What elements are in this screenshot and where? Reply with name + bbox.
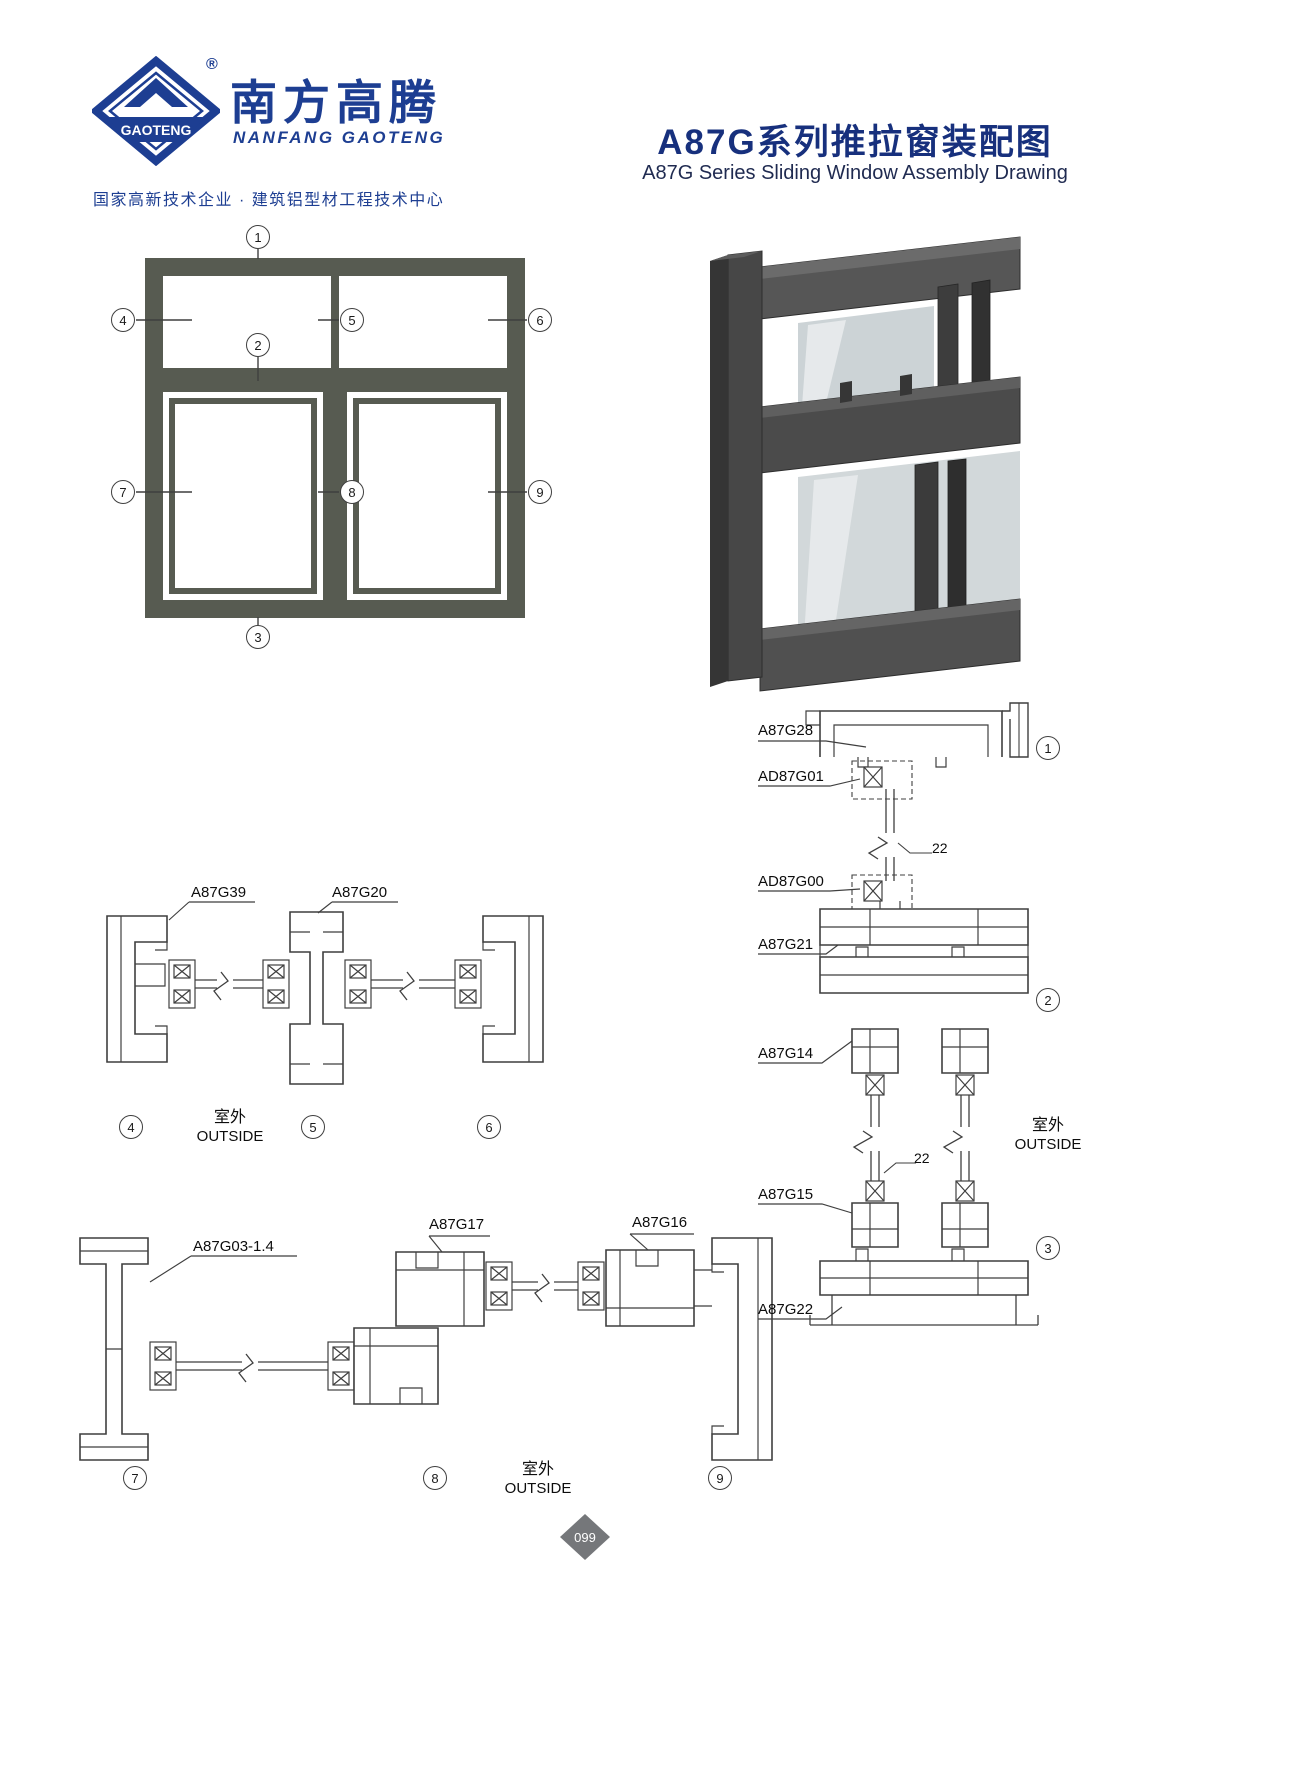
section-callout-5: 5 [301,1115,325,1139]
outside-marker-right: 室外 OUTSIDE [992,1116,1104,1155]
part-label-a87g28: A87G28 [758,722,814,739]
callout-1: 1 [246,225,270,249]
part-label-a87g17: A87G17 [429,1216,485,1233]
brand-name-cn: 南方高腾 [230,76,442,129]
page-number-badge: 099 [560,1514,610,1560]
section-callout-2: 2 [1036,988,1060,1012]
part-label-a87g15: A87G15 [758,1186,814,1203]
registered-trademark: ® [206,56,218,73]
part-label-a87g14: A87G14 [758,1045,814,1062]
callout-8: 8 [340,480,364,504]
part-label-a87g03: A87G03-1.4 [193,1238,274,1255]
part-label-a87g22: A87G22 [758,1301,814,1318]
page-title-cn: A87G系列推拉窗装配图 [657,123,1053,162]
part-label-a87g16: A87G16 [632,1214,688,1231]
callout-9: 9 [528,480,552,504]
dimension-glass-gap-top: 22 [932,840,948,856]
page-title-en: A87G Series Sliding Window Assembly Draw… [642,162,1068,184]
callout-4: 4 [111,308,135,332]
part-label-a87g20: A87G20 [332,884,388,901]
callout-6: 6 [528,308,552,332]
section-callout-9: 9 [708,1466,732,1490]
part-label-ad87g00: AD87G00 [758,873,824,890]
outside-marker-bottom: 室外 OUTSIDE [498,1460,578,1499]
dimension-glass-gap-mid: 22 [914,1150,930,1166]
outside-en: OUTSIDE [504,1480,572,1497]
outside-en: OUTSIDE [196,1128,264,1145]
assembly-3d-render [710,236,1021,692]
section-callout-6: 6 [477,1115,501,1139]
outside-cn: 室外 [1031,1117,1064,1134]
callout-3: 3 [246,625,270,649]
section-callout-8: 8 [423,1466,447,1490]
part-label-a87g39: A87G39 [191,884,247,901]
callout-5: 5 [340,308,364,332]
logo-text: GAOTENG [121,122,192,138]
outside-marker-top: 室外 OUTSIDE [192,1108,268,1147]
brand-name-en: NANFANG GAOTENG [233,128,446,147]
gaoteng-logo-icon: GAOTENG [89,55,223,167]
section-horizontal-bottom [79,1233,773,1461]
part-label-a87g21: A87G21 [758,936,814,953]
outside-en: OUTSIDE [1014,1136,1082,1153]
outside-cn: 室外 [213,1109,246,1126]
callout-2: 2 [246,333,270,357]
part-label-ad87g01: AD87G01 [758,768,824,785]
company-tagline: 国家高新技术企业 · 建筑铝型材工程技术中心 [93,192,445,209]
section-horizontal-top [106,901,544,1085]
section-callout-1: 1 [1036,736,1060,760]
callout-7: 7 [111,480,135,504]
section-callout-4: 4 [119,1115,143,1139]
section-vertical-right [758,702,1039,1326]
outside-cn: 室外 [521,1461,554,1478]
section-callout-7: 7 [123,1466,147,1490]
page-number: 099 [574,1529,596,1545]
section-callout-3: 3 [1036,1236,1060,1260]
window-elevation-drawing [136,249,527,625]
